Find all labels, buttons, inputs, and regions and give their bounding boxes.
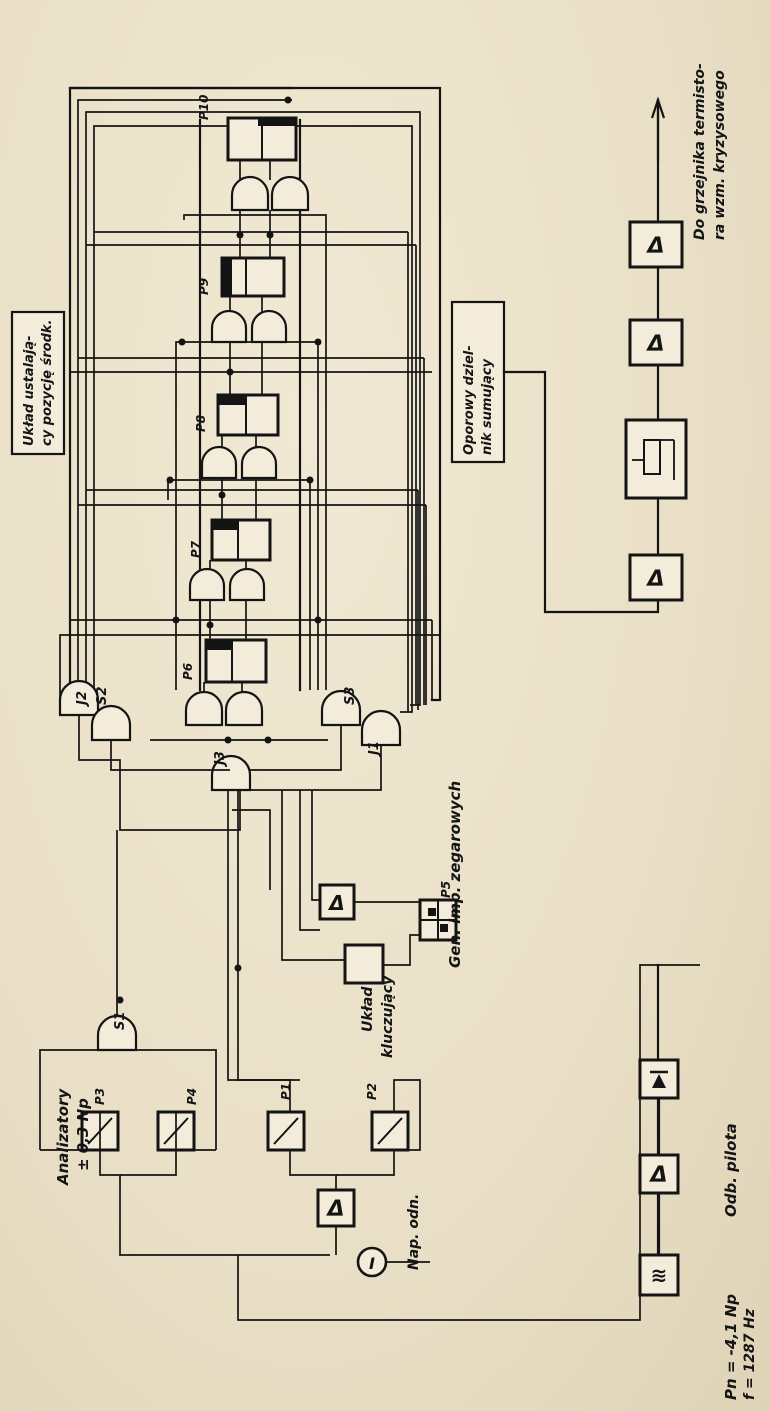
amplifier-box-main: Δ: [316, 1188, 356, 1228]
p3-label: P3: [93, 1088, 107, 1105]
rectifier-diode-icon: [650, 1070, 668, 1088]
clock-wiring: [354, 901, 420, 966]
thermistor-icon: [632, 439, 675, 480]
f-text: f = 1287 Hz: [742, 1308, 758, 1400]
amplifier-icon: Δ: [645, 234, 664, 259]
uklad-ustalajacy-line2: cy pozycję środk.: [40, 320, 55, 446]
label-uklad-ustalajacy: Układ ustalają- cy pozycję środk.: [10, 310, 66, 456]
p2-label: P2: [365, 1083, 379, 1100]
nap-odn-label: Nap. odn.: [406, 1194, 422, 1270]
p-wiring: [237, 790, 700, 1321]
uklad-kluczujacy-line2: kluczujący: [380, 975, 396, 1058]
and-gate-icon: [230, 175, 310, 212]
flipflop-p8: P8: [194, 393, 280, 437]
s2-label: S2: [95, 687, 110, 705]
analyzer-block-p4: P4: [156, 1088, 199, 1152]
do-grzejnika-label: Do grzejnika termisto- ra wzm. kryzysowe…: [692, 63, 728, 240]
p6-label: P6: [181, 663, 195, 680]
nap-odn-text: Nap. odn.: [406, 1194, 422, 1270]
oporowy-line1: Oporowy dziel-: [462, 345, 477, 455]
junction-dots: [116, 96, 322, 1004]
pilot-params-label: Pn = -4,1 Np f = 1287 Hz: [722, 1294, 758, 1400]
pilot-receiver-chain: ≋ Δ: [638, 963, 680, 1297]
gate-j2: J2: [58, 679, 100, 717]
p4-label: P4: [185, 1088, 199, 1105]
analyzers-line1: Analizatory: [54, 1088, 72, 1186]
meter-icon: I: [356, 1246, 388, 1278]
uklad-kluczujacy-box: [343, 943, 385, 985]
analyzer-block-p2: P2: [365, 1083, 410, 1152]
amplifier-icon: Δ: [648, 1163, 667, 1188]
flipflop-p9: P9: [197, 256, 286, 298]
analyzer-wiring: [39, 830, 330, 1256]
do-grzejnika-line1: Do grzejnika termisto-: [692, 63, 708, 240]
label-oporowy-dzielnik: Oporowy dziel- nik sumujący: [450, 300, 506, 464]
analyzer-block-p1: P1: [266, 1083, 306, 1152]
uklad-kluczujacy-line1: Układ: [360, 986, 376, 1032]
p8-label: P8: [194, 415, 208, 432]
odb-pilota-label: Odb. pilota: [722, 1123, 740, 1217]
and-gate-icon: [184, 690, 264, 727]
delta-icon: Δ: [327, 891, 344, 915]
amplifier-icon: Δ: [645, 332, 664, 357]
analyzers-label: Analizatory ± 0,3 Np: [54, 1088, 92, 1186]
j2-label: J2: [75, 691, 90, 708]
flipflop-p5: P5: [418, 881, 458, 942]
do-grzejnika-line2: ra wzm. kryzysowego: [712, 70, 728, 240]
and-gate-icon: [200, 445, 278, 480]
and-gate-icon: [188, 567, 266, 602]
delta-icon: Δ: [325, 1197, 344, 1222]
j3-label: J3: [213, 751, 228, 768]
j1-label: J1: [367, 741, 382, 758]
oporowy-line2: nik sumujący: [480, 358, 495, 455]
and-gate-icon: [210, 309, 288, 344]
gen-imp-text: Gen. imp. zegarowych: [446, 781, 464, 968]
chain-links: [203, 160, 271, 692]
s3-label: S3: [343, 687, 358, 705]
pn-text: Pn = -4,1 Np: [722, 1294, 740, 1400]
gate-s3: S3: [320, 687, 362, 727]
amplifier-icon: Δ: [645, 567, 664, 592]
odb-pilota-text: Odb. pilota: [722, 1123, 740, 1217]
flipflop-p10: P10: [197, 95, 298, 162]
gate-s1: S1: [96, 1012, 138, 1052]
output-chain: Δ Δ Δ: [624, 96, 688, 602]
gate-j1: J1: [360, 709, 402, 758]
p1-label: P1: [279, 1083, 293, 1100]
bandpass-filter-icon: ≋: [651, 1263, 668, 1287]
flipflop-p7: P7: [189, 518, 272, 562]
gen-imp-label: Gen. imp. zegarowych: [446, 781, 464, 968]
analyzers-line2: ± 0,3 Np: [74, 1098, 92, 1171]
p10-label: P10: [197, 95, 211, 121]
arrow-icon: [650, 96, 666, 119]
p9-label: P9: [197, 278, 211, 295]
uklad-ustalajacy-line1: Układ ustalają-: [22, 335, 37, 446]
p5-label: P5: [439, 881, 453, 898]
flipflop-p6: P6: [181, 638, 268, 684]
gate-s2: S2: [90, 687, 132, 742]
uklad-kluczujacy-label: Układ kluczujący: [360, 975, 396, 1058]
s1-label: S1: [113, 1012, 128, 1030]
bus-wiring: [58, 86, 660, 713]
amplifier-box-clock: Δ: [318, 883, 356, 921]
gauge-symbol: I: [369, 1254, 375, 1273]
p7-label: P7: [189, 540, 203, 558]
